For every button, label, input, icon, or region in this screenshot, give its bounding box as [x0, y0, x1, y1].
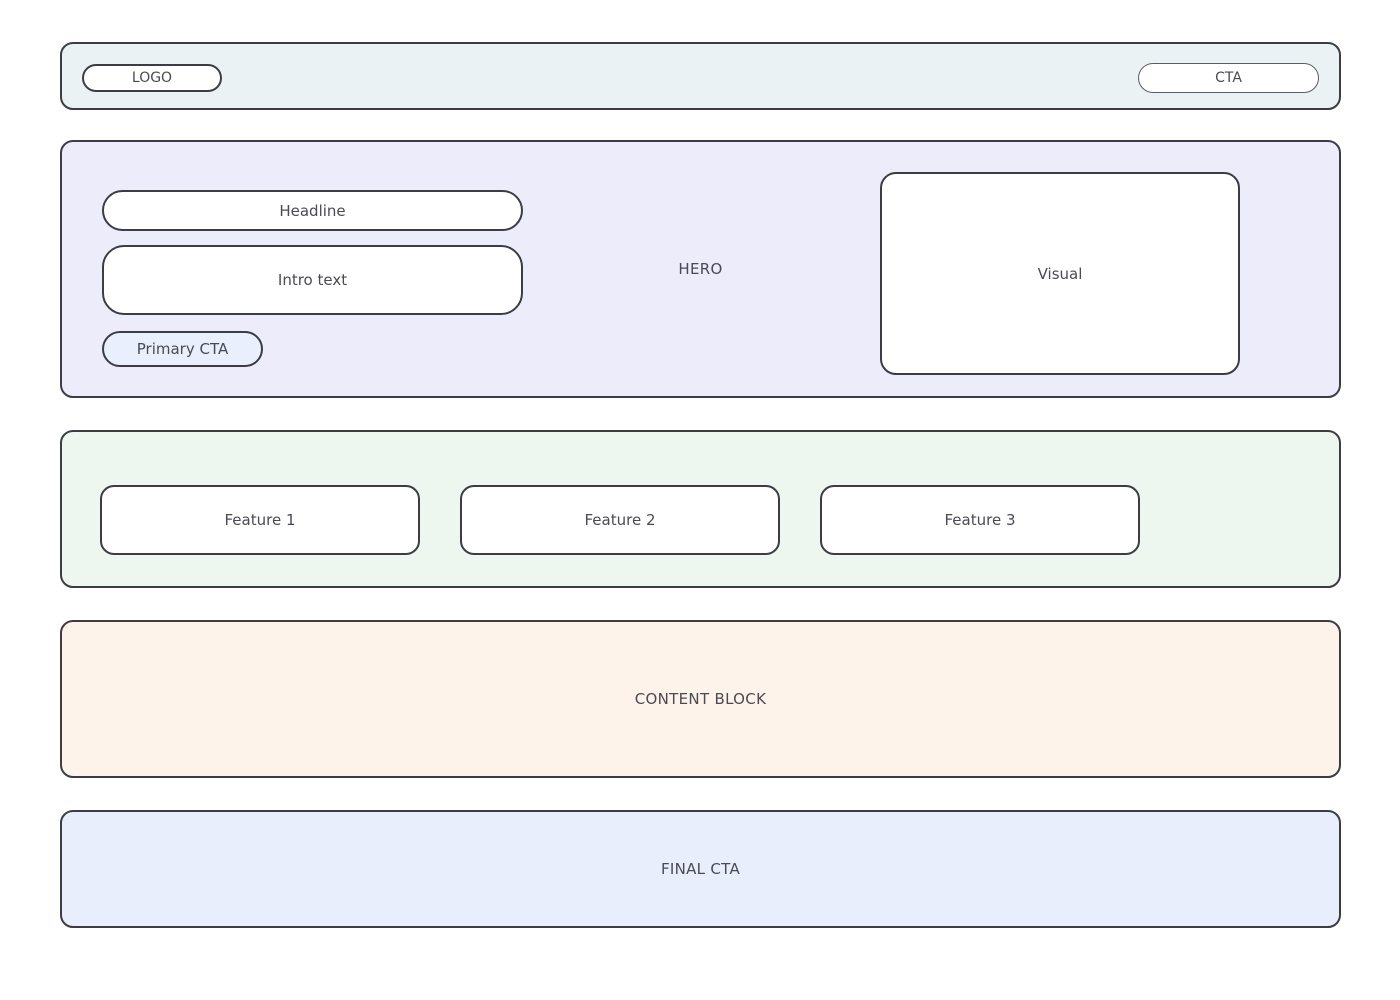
hero-visual-label: Visual [1037, 264, 1083, 283]
header-section: LOGO CTA [60, 42, 1341, 110]
hero-headline-label: Headline [279, 201, 346, 220]
logo-label: LOGO [131, 70, 173, 86]
features-section: Feature 1 Feature 2 Feature 3 [60, 430, 1341, 588]
logo-placeholder[interactable]: LOGO [82, 64, 222, 92]
header-cta-button[interactable]: CTA [1138, 63, 1319, 93]
hero-section-label: HERO [678, 260, 723, 278]
feature-card[interactable]: Feature 1 [100, 485, 420, 555]
hero-primary-cta-button[interactable]: Primary CTA [102, 331, 263, 367]
hero-intro-text-placeholder: Intro text [102, 245, 523, 315]
content-block-section: CONTENT BLOCK [60, 620, 1341, 778]
final-cta-section[interactable]: FINAL CTA [60, 810, 1341, 928]
feature-card[interactable]: Feature 2 [460, 485, 780, 555]
content-block-label: CONTENT BLOCK [634, 690, 767, 708]
feature-card-label: Feature 2 [584, 511, 656, 529]
hero-headline-placeholder: Headline [102, 190, 523, 231]
hero-primary-cta-label: Primary CTA [136, 340, 229, 358]
feature-card-label: Feature 1 [224, 511, 296, 529]
hero-intro-label: Intro text [277, 271, 348, 289]
feature-card[interactable]: Feature 3 [820, 485, 1140, 555]
final-cta-label: FINAL CTA [660, 860, 741, 878]
hero-visual-placeholder: Visual [880, 172, 1240, 375]
header-cta-label: CTA [1215, 70, 1242, 86]
feature-card-label: Feature 3 [944, 511, 1016, 529]
hero-section: HERO Headline Intro text Primary CTA Vis… [60, 140, 1341, 398]
